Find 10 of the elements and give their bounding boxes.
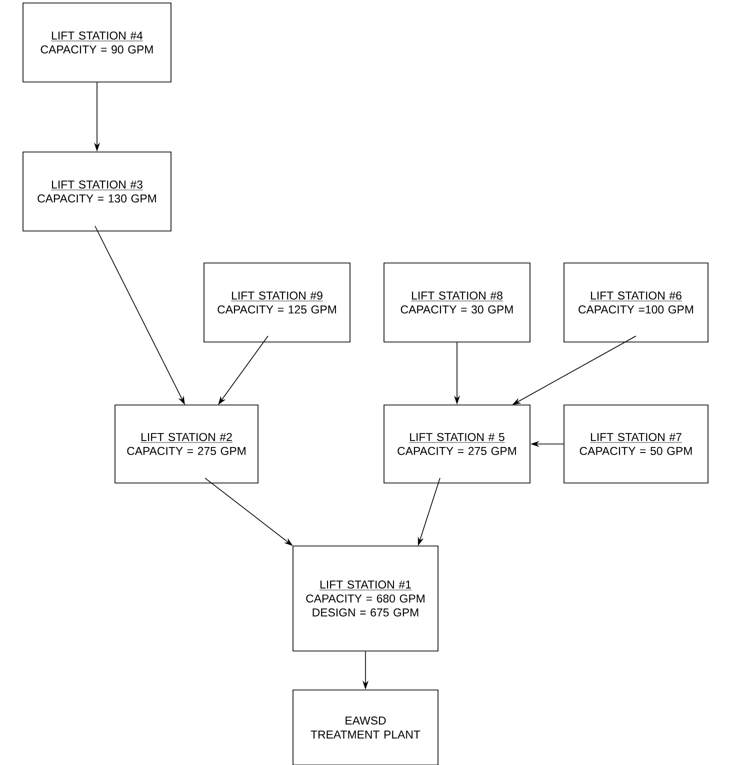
process-box: LIFT STATION #6 CAPACITY =100 GPM xyxy=(564,262,708,342)
process-box: LIFT STATION #9 CAPACITY = 125 GPM xyxy=(204,262,350,342)
process-box: LIFT STATION #4 CAPACITY = 90 GPM xyxy=(22,2,172,82)
process-box: EAWSD TREATMENT PLANT xyxy=(292,690,438,765)
process-box: LIFT STATION #3 CAPACITY = 130 GPM xyxy=(22,152,172,232)
process-box: LIFT STATION # 5 CAPACITY = 275 GPM xyxy=(384,404,530,484)
process-box: LIFT STATION #8 CAPACITY = 30 GPM xyxy=(384,262,530,342)
process-box: LIFT STATION #7 CAPACITY = 50 GPM xyxy=(564,404,708,484)
process-box: LIFT STATION #2 CAPACITY = 275 GPM xyxy=(114,404,258,484)
process-box: LIFT STATION #1 CAPACITY = 680 GPM DESIGN = 675 GPM xyxy=(292,546,438,652)
